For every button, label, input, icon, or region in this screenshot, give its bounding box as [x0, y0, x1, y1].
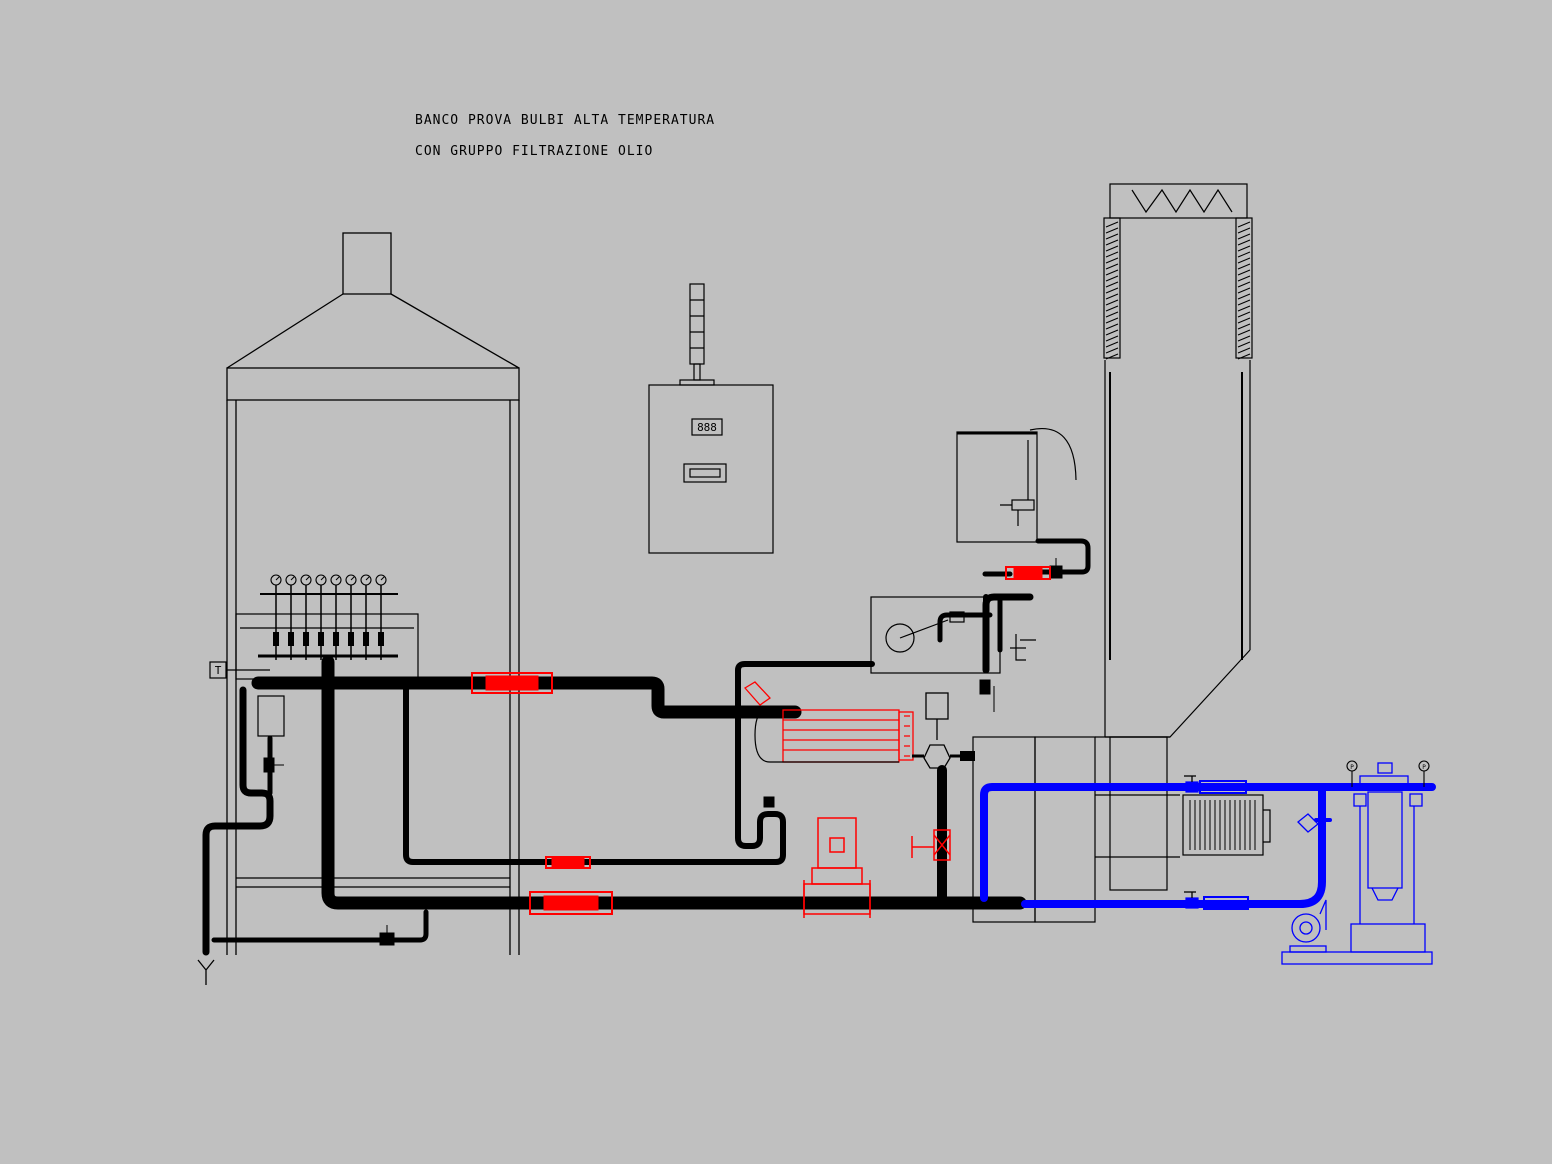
hatch-line: [1237, 227, 1251, 234]
hatch-line: [1105, 281, 1119, 288]
hatch-line: [1105, 323, 1119, 330]
hatch-line: [1105, 275, 1119, 282]
oil-pipes: [202, 538, 1091, 956]
hatch-line: [1237, 347, 1251, 354]
controller-display: 888: [697, 421, 717, 434]
hatch-line: [1237, 311, 1251, 318]
bulb-gauge: [375, 574, 387, 660]
hatch-line: [1105, 311, 1119, 318]
diagram-title-line-1: BANCO PROVA BULBI ALTA TEMPERATURA: [415, 113, 716, 128]
hatch-line: [1105, 341, 1119, 348]
bulb-gauge: [330, 574, 342, 660]
manual-valves: [263, 558, 1063, 946]
hatch-line: [1237, 305, 1251, 312]
pressure-label-1: P: [1350, 764, 1354, 771]
filter-unit: [1281, 762, 1433, 965]
hatch-line: [1105, 245, 1119, 252]
drain-symbol: [197, 959, 215, 985]
bulb-gauge: [300, 574, 312, 660]
hatch-line: [1105, 335, 1119, 342]
oil-cooler: [972, 736, 1271, 923]
hatch-line: [1105, 317, 1119, 324]
expansion-joints: [471, 566, 1051, 915]
hatch-line: [1105, 221, 1119, 228]
bulb-gauge: [285, 574, 297, 660]
hatch-line: [1105, 347, 1119, 354]
hatch-line: [1237, 353, 1251, 360]
hatch-line: [1105, 269, 1119, 276]
duct-hatching: [1105, 221, 1251, 360]
bulb-gauge: [345, 574, 357, 660]
hatch-line: [1237, 323, 1251, 330]
pressure-gauge-2: [1418, 760, 1430, 787]
filtration-circuit: [980, 783, 1436, 908]
three-way-valve: [912, 692, 975, 769]
hatch-line: [1237, 299, 1251, 306]
oil-heater: [743, 681, 914, 763]
hatch-line: [1237, 269, 1251, 276]
temperature-sensor: T: [209, 661, 285, 737]
hatch-line: [1237, 263, 1251, 270]
hatch-line: [1237, 233, 1251, 240]
hatch-line: [1105, 233, 1119, 240]
hatch-line: [1105, 353, 1119, 360]
pressure-gauge-1: [1346, 760, 1358, 787]
hatch-line: [1105, 239, 1119, 246]
expansion-tank: [870, 596, 1036, 674]
hatch-line: [1105, 251, 1119, 258]
motor-fins: [1189, 800, 1256, 850]
hatch-line: [1105, 329, 1119, 336]
hatch-line: [1237, 221, 1251, 228]
hatch-line: [1237, 257, 1251, 264]
hatch-line: [1237, 287, 1251, 294]
check-valve: [911, 829, 951, 861]
bulb-gauge: [360, 574, 372, 660]
bulb-gauge: [315, 574, 327, 660]
hatch-line: [1237, 317, 1251, 324]
hatch-line: [1105, 299, 1119, 306]
hatch-line: [1105, 227, 1119, 234]
thermo-label: T: [215, 664, 222, 677]
hatch-line: [1237, 275, 1251, 282]
hatch-line: [1237, 245, 1251, 252]
hatch-line: [1237, 341, 1251, 348]
hatch-line: [1237, 251, 1251, 258]
hatch-line: [1105, 257, 1119, 264]
hatch-line: [1237, 239, 1251, 246]
circulation-pump: [803, 817, 871, 918]
hatch-line: [1237, 293, 1251, 300]
bulb-gauge: [270, 574, 282, 660]
blue-valves: [1185, 780, 1249, 910]
pressure-label-2: P: [1422, 764, 1426, 771]
hatch-line: [1105, 305, 1119, 312]
upper-reservoir: [956, 428, 1077, 543]
heater-vessel: [754, 707, 899, 763]
control-panel: [648, 283, 774, 554]
valve-handles: [1184, 775, 1196, 898]
hatch-line: [1237, 281, 1251, 288]
hatch-line: [1105, 293, 1119, 300]
diagram-title-line-2: CON GRUPPO FILTRAZIONE OLIO: [415, 144, 654, 159]
thermometer-bulbs: [270, 574, 387, 660]
hatch-line: [1105, 263, 1119, 270]
hatch-line: [1237, 329, 1251, 336]
hatch-line: [1237, 335, 1251, 342]
hatch-line: [1105, 287, 1119, 294]
fume-hood: [226, 232, 520, 955]
